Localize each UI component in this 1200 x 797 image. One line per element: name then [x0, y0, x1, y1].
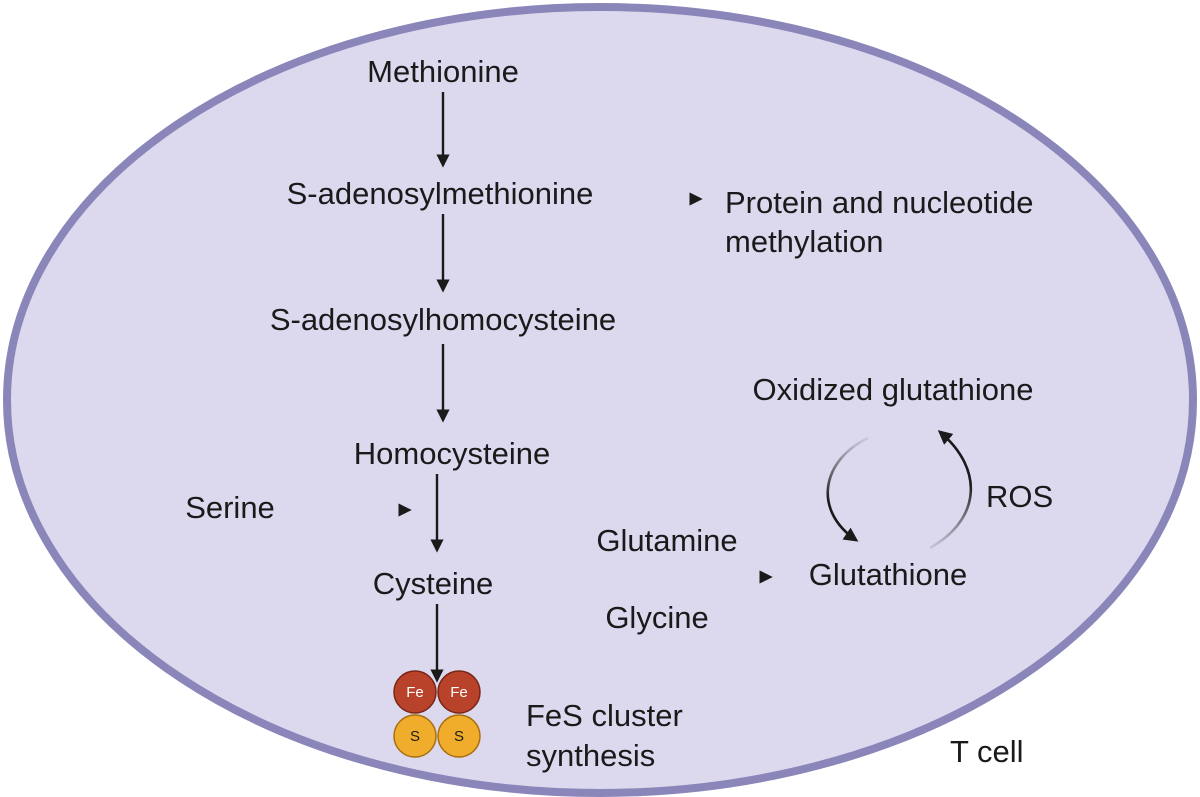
- cell-label: T cell: [950, 734, 1024, 769]
- node-glutamine: Glutamine: [596, 523, 737, 558]
- fes-cluster-icon: Fe Fe S S: [393, 670, 481, 758]
- arrow-glutathione-to-oxidized: [929, 430, 973, 550]
- arrow-oxidized-to-glutathione: [826, 436, 869, 542]
- svg-text:S: S: [410, 728, 420, 745]
- node-glycine: Glycine: [605, 600, 708, 635]
- node-homocysteine: Homocysteine: [354, 436, 550, 471]
- node-methylation-line1: Protein and nucleotide: [725, 185, 1034, 220]
- node-cysteine: Cysteine: [373, 566, 494, 601]
- svg-text:Fe: Fe: [406, 684, 424, 701]
- node-sam: S-adenosylmethionine: [287, 176, 594, 211]
- node-serine: Serine: [185, 490, 275, 525]
- node-glutathione: Glutathione: [809, 557, 968, 592]
- cell-membrane: [3, 3, 1197, 797]
- node-sah: S-adenosylhomocysteine: [270, 302, 616, 337]
- svg-text:S: S: [454, 728, 464, 745]
- node-oxidized-glutathione: Oxidized glutathione: [753, 372, 1034, 407]
- svg-text:Fe: Fe: [450, 684, 468, 701]
- node-fes-line1: FeS cluster: [526, 698, 683, 733]
- node-methionine: Methionine: [367, 54, 519, 89]
- sulfur-atom-icon: S: [393, 714, 437, 758]
- node-methylation-line2: methylation: [725, 224, 884, 259]
- node-fes-line2: synthesis: [526, 738, 655, 773]
- node-ros: ROS: [986, 479, 1053, 514]
- iron-atom-icon: Fe: [437, 670, 481, 714]
- iron-atom-icon: Fe: [393, 670, 437, 714]
- sulfur-atom-icon: S: [437, 714, 481, 758]
